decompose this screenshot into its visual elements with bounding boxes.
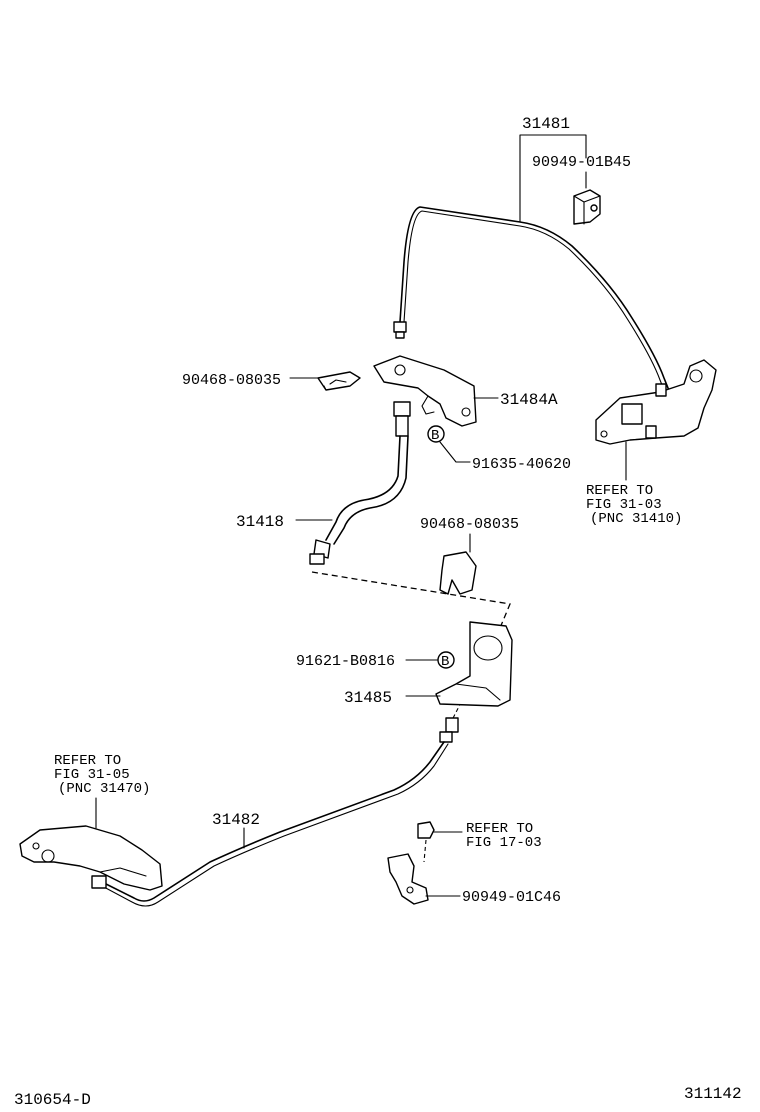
reference-fig-17-03: REFER TO FIG 17-03 — [466, 821, 542, 851]
part-number-31481: 31481 — [522, 115, 570, 133]
bolt-marker-b-1: B — [427, 425, 445, 444]
reference-fig-31-05: REFER TO FIG 31-05 (PNC 31470) — [54, 753, 150, 797]
tube-clamp-90949-01C46 — [387, 853, 429, 905]
master-cylinder — [595, 359, 717, 445]
hose-clip-90468-08035-a — [317, 371, 361, 391]
bolt-17-03 — [417, 821, 435, 863]
bracket-31484A — [373, 355, 477, 427]
brake-tube-31482 — [91, 717, 459, 907]
part-number-31482: 31482 — [212, 811, 260, 829]
part-number-90468-08035-a: 90468-08035 — [182, 372, 281, 389]
hose-clip-90468-08035-b — [439, 533, 477, 595]
part-number-31418: 31418 — [236, 513, 284, 531]
part-number-31485: 31485 — [344, 689, 392, 707]
diagram-code-right: 311142 — [684, 1085, 742, 1103]
release-cylinder — [19, 825, 163, 891]
tube-clip-90949-01B45 — [573, 171, 601, 225]
part-number-90949-01B45: 90949-01B45 — [532, 154, 631, 171]
leader-91635 — [439, 441, 471, 463]
part-number-91621-B0816: 91621-B0816 — [296, 653, 395, 670]
part-number-31484A: 31484A — [500, 391, 558, 409]
flexible-hose-31418 — [309, 401, 411, 565]
bracket-31485 — [435, 621, 513, 707]
svg-text:B: B — [431, 428, 439, 444]
bolt-marker-b-2: B — [437, 651, 455, 670]
svg-text:B: B — [441, 654, 449, 670]
leader-31481 — [519, 134, 587, 223]
diagram-code-left: 310654-D — [14, 1091, 91, 1109]
part-number-90949-01C46: 90949-01C46 — [462, 889, 561, 906]
part-number-91635-40620: 91635-40620 — [472, 456, 571, 473]
alignment-dashed-line — [311, 571, 511, 629]
reference-fig-31-03: REFER TO FIG 31-03 (PNC 31410) — [586, 483, 682, 527]
part-number-90468-08035-b: 90468-08035 — [420, 516, 519, 533]
